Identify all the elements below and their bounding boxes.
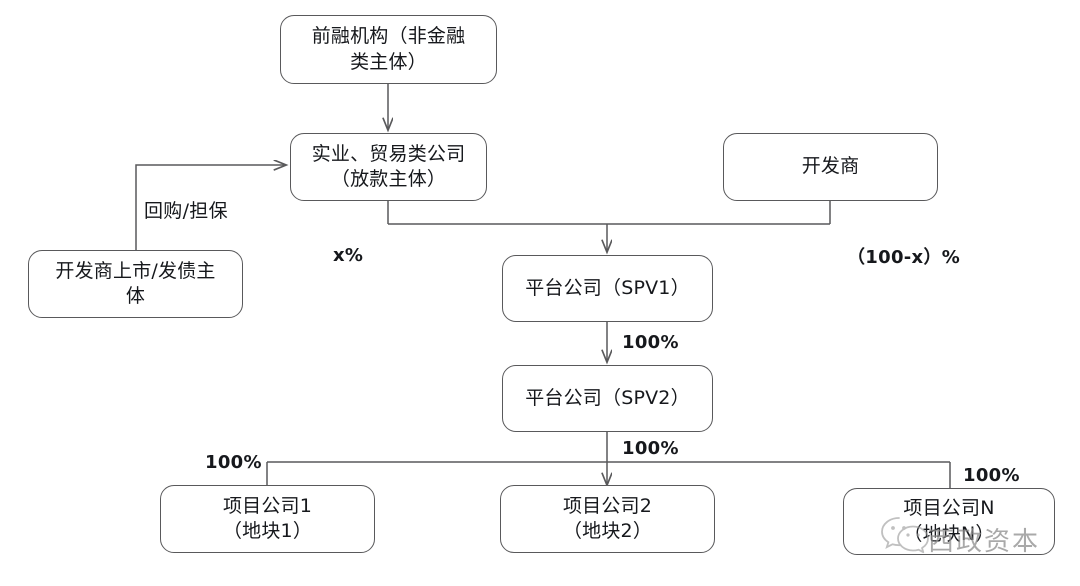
node-developer-label: 开发商	[801, 155, 860, 178]
node-spv1[interactable]: 平台公司（SPV1）	[502, 255, 713, 322]
edge-label-spv1-to-spv2: 100%	[622, 332, 679, 353]
edge-label-spv2-to-projectn: 100%	[963, 465, 1020, 486]
connector-listed-to-industrial	[135, 165, 286, 250]
node-project-company-2[interactable]: 项目公司2 （地块2）	[500, 485, 715, 553]
node-listed-bond-entity[interactable]: 开发商上市/发债主 体	[28, 250, 243, 318]
node-pre-finance-label: 前融机构（非金融 类主体）	[311, 25, 466, 73]
edge-label-industrial-share: x%	[333, 245, 364, 266]
node-project-company-2-label: 项目公司2 （地块2）	[562, 494, 653, 542]
node-project-company-1[interactable]: 项目公司1 （地块1）	[160, 485, 375, 553]
node-industrial-trading-company[interactable]: 实业、贸易类公司 （放款主体）	[290, 133, 487, 201]
node-spv2[interactable]: 平台公司（SPV2）	[502, 365, 713, 432]
node-spv1-label: 平台公司（SPV1）	[525, 276, 690, 299]
edge-label-developer-share: （100-x）%	[847, 247, 961, 268]
edge-label-spv2-to-project2: 100%	[622, 438, 679, 459]
node-listed-bond-entity-label: 开发商上市/发债主 体	[55, 259, 216, 307]
node-spv2-label: 平台公司（SPV2）	[525, 386, 690, 409]
edge-label-spv2-to-project1: 100%	[205, 452, 262, 473]
node-industrial-trading-company-label: 实业、贸易类公司 （放款主体）	[311, 142, 466, 190]
connector-spv2-to-distribution	[266, 432, 951, 488]
node-pre-finance[interactable]: 前融机构（非金融 类主体）	[280, 15, 497, 84]
node-developer[interactable]: 开发商	[723, 133, 938, 201]
watermark-text: 西政资本	[928, 527, 1041, 557]
node-project-company-1-label: 项目公司1 （地块1）	[222, 494, 313, 542]
edge-label-repurchase-guarantee: 回购/担保	[144, 200, 228, 222]
connector-merge-to-spv1	[388, 223, 830, 252]
